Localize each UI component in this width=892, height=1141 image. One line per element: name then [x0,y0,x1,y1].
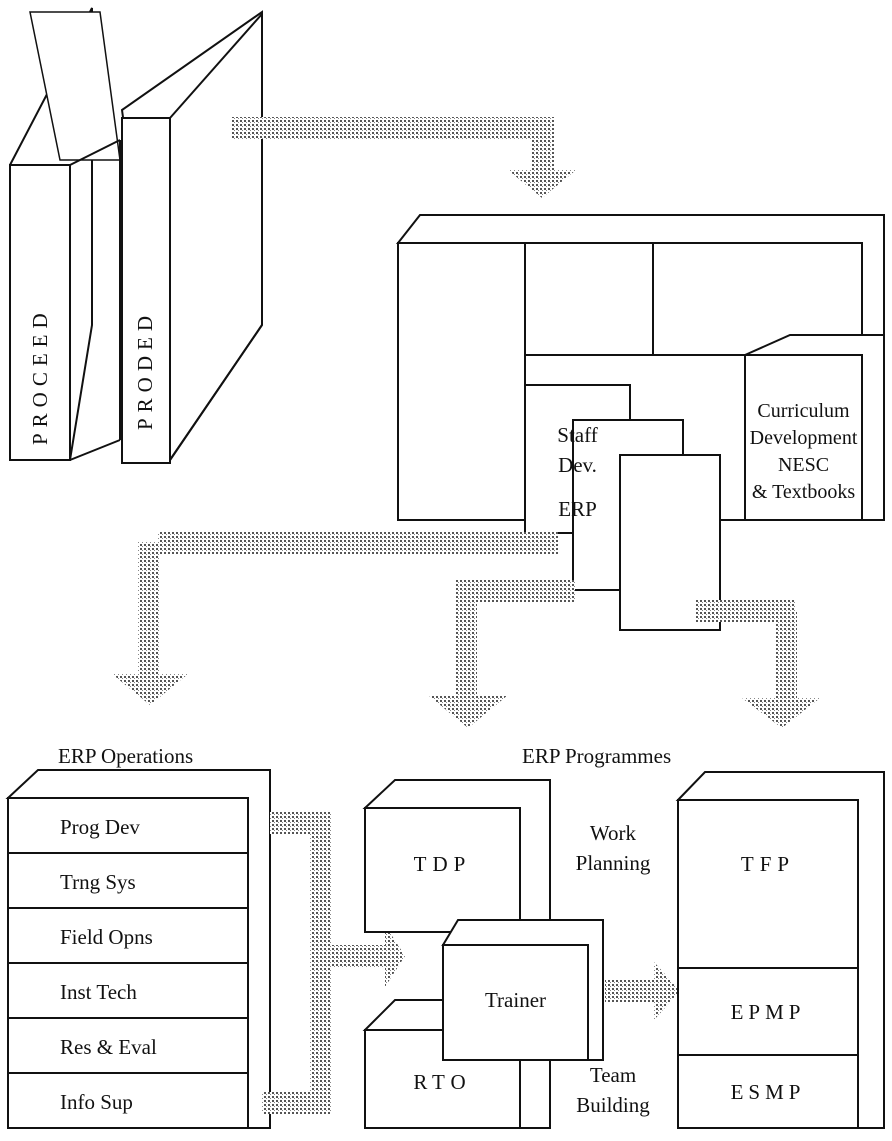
arrow-to-programmes [428,580,575,728]
arrow-programmes-to-right [605,962,680,1020]
work-planning-line-1: Work [548,818,678,848]
staff-dev-line-2: Dev. [525,450,630,480]
programmes-title: ERP Programmes [522,744,671,769]
curriculum-line-1: Curriculum [745,398,862,425]
team-building-label: Team Building [548,1060,678,1120]
arrow-to-operations [112,532,558,705]
operations-item-trng-sys: Trng Sys [60,870,136,895]
book-title-proceed: PROCEED [28,225,53,445]
operations-item-inst-tech: Inst Tech [60,980,137,1005]
esmp-label: ESMP [678,1080,858,1105]
work-planning-line-2: Planning [548,848,678,878]
work-planning-label: Work Planning [548,818,678,878]
curriculum-label: Curriculum Development NESC & Textbooks [745,398,862,506]
rto-label: RTO [365,1070,520,1095]
operations-item-res-eval: Res & Eval [60,1035,157,1060]
epmp-label: EPMP [678,1000,858,1025]
operations-item-prog-dev: Prog Dev [60,815,140,840]
curriculum-line-3: NESC [745,452,862,479]
team-building-line-1: Team [548,1060,678,1090]
operations-item-info-sup: Info Sup [60,1090,133,1115]
team-building-line-2: Building [548,1090,678,1120]
staff-dev-line-3: ERP [525,494,630,524]
right-stack [678,772,884,1128]
curriculum-line-2: Development [745,425,862,452]
trainer-label: Trainer [443,988,588,1013]
operations-title: ERP Operations [58,744,193,769]
curriculum-line-4: & Textbooks [745,479,862,506]
staff-dev-line-1: Staff [525,420,630,450]
operations-item-field-opns: Field Opns [60,925,153,950]
staff-dev-label: Staff Dev. ERP [525,420,630,524]
tfp-label: TFP [678,852,858,877]
arrow-books-to-unit [232,117,576,198]
book-proceed [10,8,120,460]
tdp-label: TDP [365,852,520,877]
book-title-proded: PRODED [133,230,158,430]
arrow-to-right-stack [695,600,820,728]
